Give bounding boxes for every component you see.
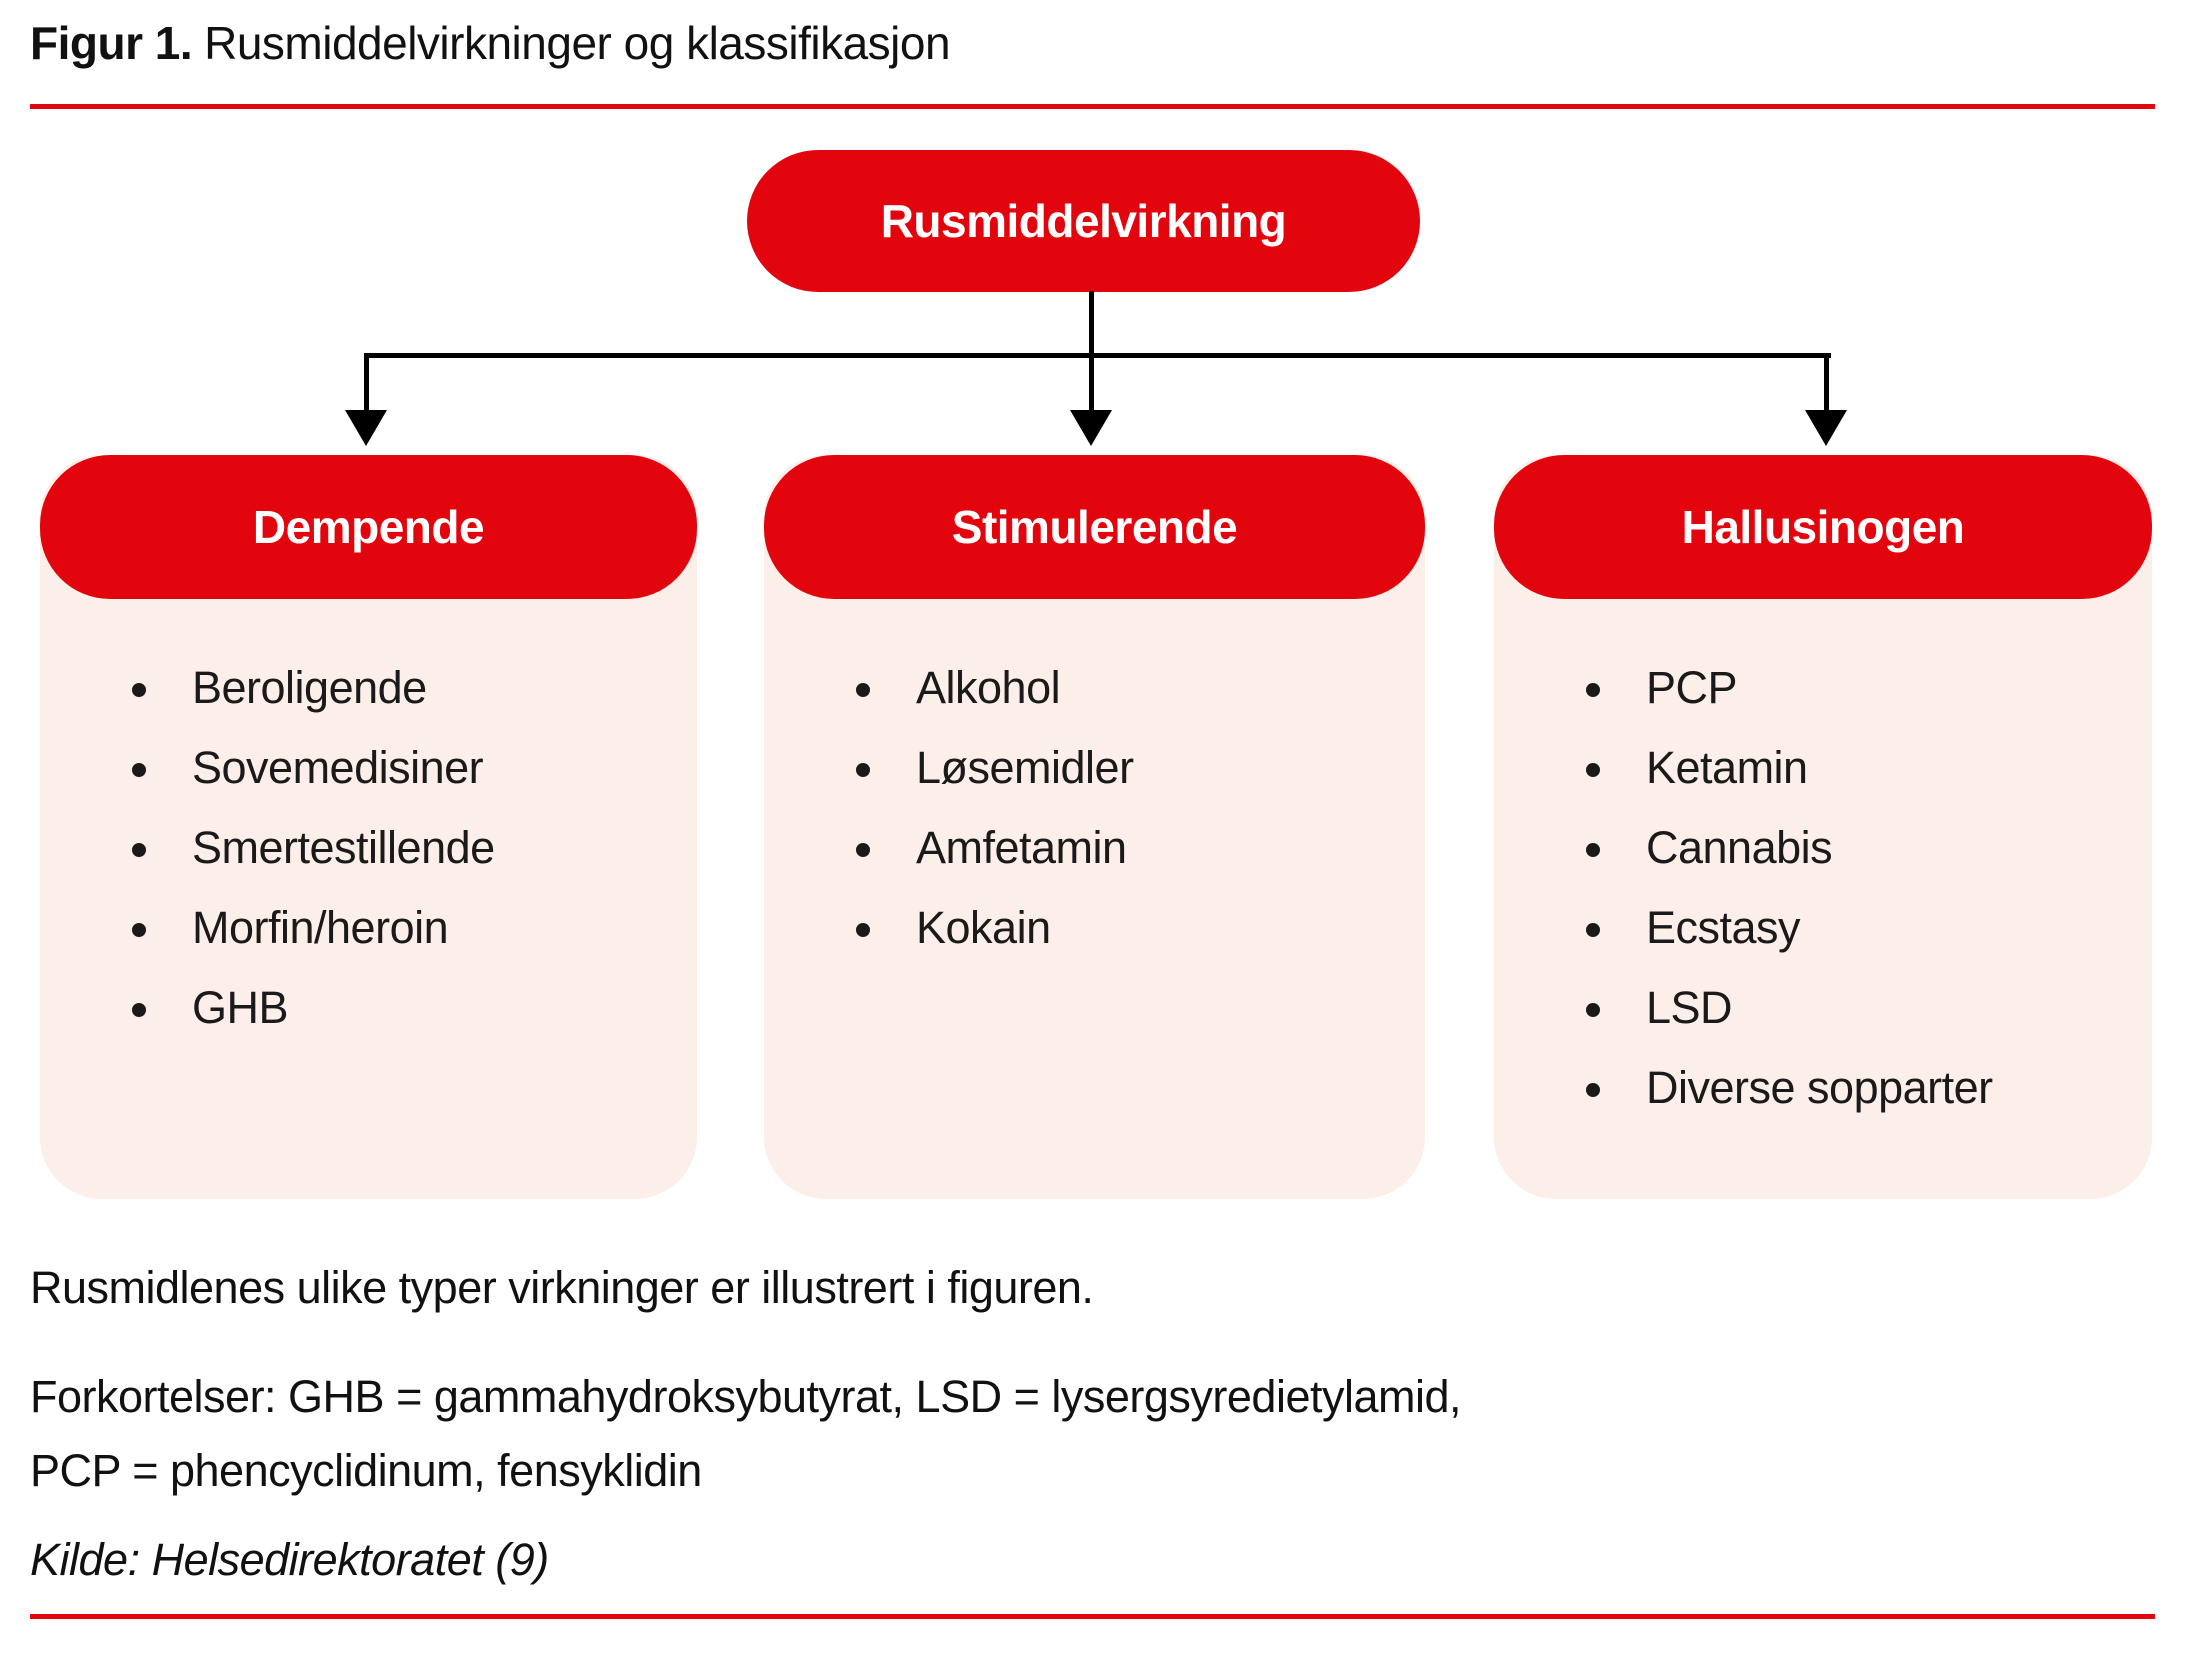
bullet-icon	[132, 843, 146, 857]
list-item-label: Løsemidler	[916, 742, 1134, 793]
list-item-label: Ketamin	[1646, 742, 1808, 793]
list-item-label: Ecstasy	[1646, 902, 1801, 953]
list-item-label: LSD	[1646, 982, 1733, 1033]
bullet-icon	[856, 763, 870, 777]
list-item: GHB	[132, 983, 667, 1033]
root-node-label: Rusmiddelvirkning	[880, 195, 1287, 247]
bullet-icon	[132, 763, 146, 777]
connector-vertical-root	[1089, 291, 1094, 356]
bottom-divider-rule	[30, 1614, 2155, 1619]
list-item: Smertestillende	[132, 823, 667, 873]
list-item: Cannabis	[1586, 823, 2122, 873]
list-item-label: Amfetamin	[916, 822, 1127, 873]
figure-caption: Rusmidlenes ulike typer virkninger er il…	[30, 1262, 1094, 1313]
category-header-label: Stimulerende	[951, 501, 1238, 553]
category-header: Dempende	[40, 455, 697, 599]
list-item: Alkohol	[856, 663, 1395, 713]
connector-horizontal	[366, 353, 1831, 358]
bullet-icon	[1586, 923, 1600, 937]
figure-label: Figur 1.	[30, 17, 193, 69]
list-item: Morfin/heroin	[132, 903, 667, 953]
connector-stem-center	[1089, 353, 1094, 413]
connector-stem-left	[364, 353, 369, 413]
list-item: Kokain	[856, 903, 1395, 953]
root-node: Rusmiddelvirkning	[747, 150, 1420, 292]
bullet-icon	[1586, 683, 1600, 697]
list-item: PCP	[1586, 663, 2122, 713]
list-item: Diverse sopparter	[1586, 1063, 2122, 1113]
arrow-down-icon	[1070, 410, 1112, 446]
list-item-label: Morfin/heroin	[192, 902, 449, 953]
abbreviations-text: Forkortelser: GHB = gammahydroksybutyrat…	[30, 1371, 1462, 1496]
list-item-label: GHB	[192, 982, 289, 1033]
list-item: Sovemedisiner	[132, 743, 667, 793]
bullet-icon	[132, 1003, 146, 1017]
arrow-down-icon	[1805, 410, 1847, 446]
figure-title: Figur 1.Rusmiddelvirkninger og klassifik…	[30, 16, 951, 70]
list-item-label: Cannabis	[1646, 822, 1833, 873]
list-item: Løsemidler	[856, 743, 1395, 793]
list-item-label: Kokain	[916, 902, 1051, 953]
connector-stem-right	[1824, 353, 1829, 413]
list-item-label: Smertestillende	[192, 822, 495, 873]
list-item: Ecstasy	[1586, 903, 2122, 953]
category-header-label: Dempende	[252, 501, 485, 553]
bullet-icon	[856, 923, 870, 937]
list-item-label: Sovemedisiner	[192, 742, 484, 793]
category-header: Hallusinogen	[1494, 455, 2152, 599]
bullet-icon	[132, 923, 146, 937]
list-item: Amfetamin	[856, 823, 1395, 873]
bullet-icon	[1586, 843, 1600, 857]
bullet-icon	[1586, 1083, 1600, 1097]
bullet-icon	[1586, 1003, 1600, 1017]
figure-title-text: Rusmiddelvirkninger og klassifikasjon	[204, 17, 951, 69]
bullet-icon	[856, 683, 870, 697]
list-item: Beroligende	[132, 663, 667, 713]
list-item-label: Beroligende	[192, 662, 427, 713]
category-header: Stimulerende	[764, 455, 1425, 599]
list-item: Ketamin	[1586, 743, 2122, 793]
bullet-icon	[132, 683, 146, 697]
list-item-label: Alkohol	[916, 662, 1061, 713]
top-divider-rule	[30, 104, 2155, 109]
source-text: Kilde: Helsedirektoratet (9)	[30, 1534, 549, 1585]
arrow-down-icon	[345, 410, 387, 446]
bullet-icon	[1586, 763, 1600, 777]
bullet-icon	[856, 843, 870, 857]
category-header-label: Hallusinogen	[1681, 501, 1965, 553]
list-item: LSD	[1586, 983, 2122, 1033]
list-item-label: PCP	[1646, 662, 1738, 713]
list-item-label: Diverse sopparter	[1646, 1062, 1993, 1113]
